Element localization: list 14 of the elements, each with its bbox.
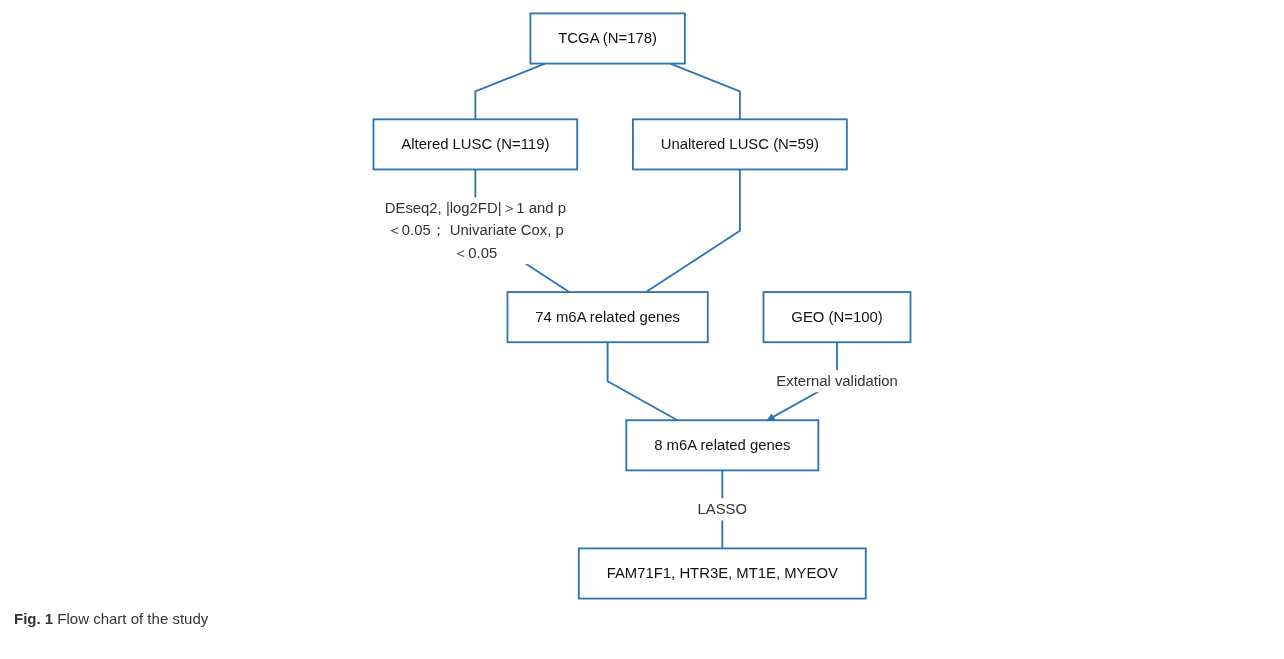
node-box: TCGA (N=178) <box>529 12 686 65</box>
node-box: GEO (N=100) <box>762 291 912 344</box>
node-box: 8 m6A related genes <box>625 419 820 472</box>
connector <box>606 341 679 422</box>
node-box: Unaltered LUSC (N=59) <box>632 118 848 171</box>
connector <box>645 168 741 293</box>
node-box: FAM71F1, HTR3E, MT1E, MYEOV <box>577 547 867 600</box>
edge-label: LASSO <box>697 501 748 517</box>
edge-label: DEseq2, |log2FD|＞1 and p＜0.05； Univariate Cox, p＜0.05 <box>384 200 566 261</box>
node-box: Altered LUSC (N=119) <box>372 118 579 171</box>
node-box: 74 m6A related genes <box>506 291 709 344</box>
edge-label: External validation <box>776 372 898 389</box>
connector <box>474 62 546 121</box>
figure-caption: Fig. 1 Flow chart of the study <box>14 610 210 627</box>
